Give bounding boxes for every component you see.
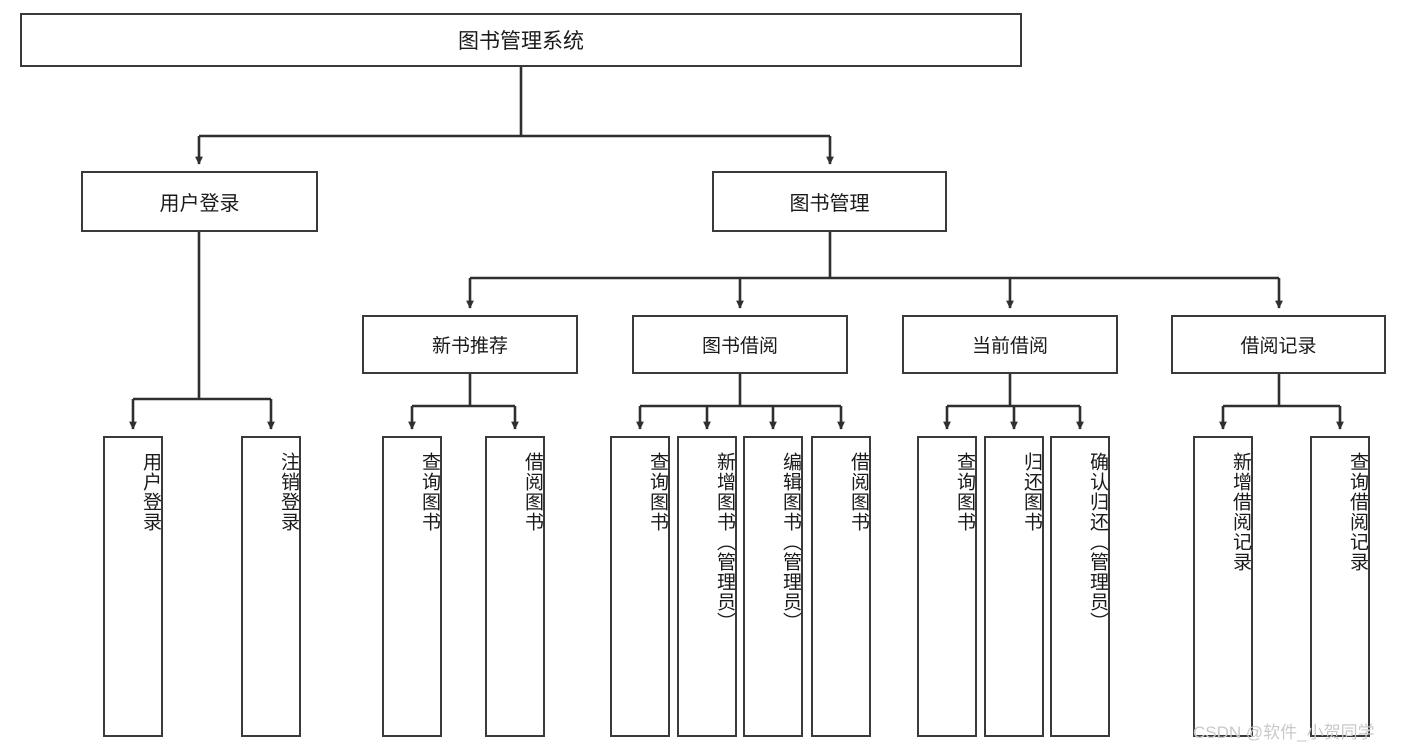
watermark: CSDN @软件_小贺同学 (1193, 723, 1375, 742)
node-label: 图书管理 (789, 193, 870, 215)
leaf-current-confirm-return[interactable]: 确认归还（管理员） (1050, 436, 1110, 737)
node-label: 确认归还（管理员） (1087, 452, 1108, 632)
node-label: 图书管理系统 (458, 30, 584, 53)
leaf-borrow-add-book[interactable]: 新增图书（管理员） (677, 436, 737, 737)
node-label: 借阅图书 (848, 452, 869, 532)
leaf-borrow-borrow-book[interactable]: 借阅图书 (811, 436, 871, 737)
node-label: 借阅图书 (522, 452, 543, 532)
node-label: 新增图书（管理员） (714, 452, 735, 632)
leaf-user-login[interactable]: 用户登录 (103, 436, 163, 737)
node-user-login[interactable]: 用户登录 (81, 171, 318, 232)
node-new-book-recommend[interactable]: 新书推荐 (362, 315, 578, 374)
node-label: 当前借阅 (971, 336, 1048, 357)
node-current-borrow[interactable]: 当前借阅 (902, 315, 1118, 374)
leaf-current-query-book[interactable]: 查询图书 (917, 436, 977, 737)
leaf-record-add-record[interactable]: 新增借阅记录 (1193, 436, 1253, 737)
node-label: 图书借阅 (701, 336, 778, 357)
node-label: 查询图书 (419, 452, 440, 532)
leaf-borrow-edit-book[interactable]: 编辑图书（管理员） (743, 436, 803, 737)
leaf-borrow-query-book[interactable]: 查询图书 (610, 436, 670, 737)
node-label: 查询图书 (954, 452, 975, 532)
node-root-system[interactable]: 图书管理系统 (20, 13, 1022, 67)
node-borrow-record[interactable]: 借阅记录 (1171, 315, 1386, 374)
node-book-management[interactable]: 图书管理 (712, 171, 947, 232)
leaf-current-return-book[interactable]: 归还图书 (984, 436, 1044, 737)
node-label: 归还图书 (1021, 452, 1042, 532)
node-label: 编辑图书（管理员） (780, 452, 801, 632)
node-label: 新增借阅记录 (1230, 452, 1251, 572)
node-label: 新书推荐 (431, 336, 508, 357)
node-label: 查询图书 (647, 452, 668, 532)
node-label: 注销登录 (278, 452, 299, 532)
leaf-recommend-query-book[interactable]: 查询图书 (382, 436, 442, 737)
leaf-recommend-borrow-book[interactable]: 借阅图书 (485, 436, 545, 737)
node-book-borrow[interactable]: 图书借阅 (632, 315, 848, 374)
node-label: 查询借阅记录 (1347, 452, 1368, 572)
leaf-user-logout[interactable]: 注销登录 (241, 436, 301, 737)
leaf-record-query-record[interactable]: 查询借阅记录 (1310, 436, 1370, 737)
node-label: 借阅记录 (1240, 336, 1317, 357)
node-label: 用户登录 (140, 452, 161, 532)
node-label: 用户登录 (159, 193, 240, 215)
